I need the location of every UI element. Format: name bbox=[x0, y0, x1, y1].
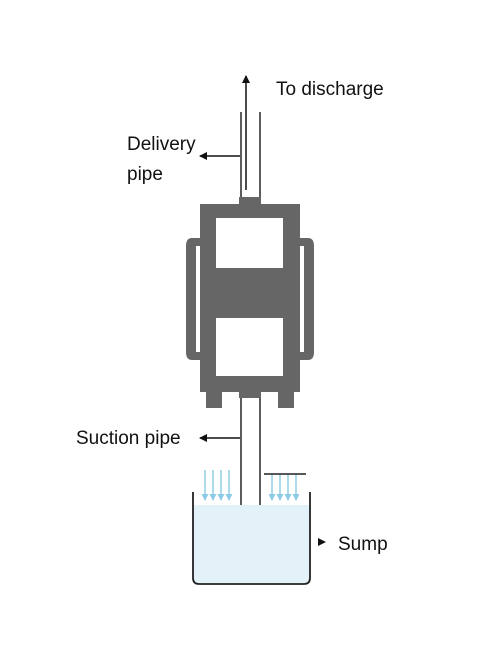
sump-pointer bbox=[318, 538, 326, 546]
label-to-discharge: To discharge bbox=[276, 79, 384, 100]
delivery-pipe bbox=[240, 112, 261, 200]
flow-arrows-left bbox=[201, 470, 233, 501]
pump-body bbox=[186, 197, 314, 408]
label-suction-pipe: Suction pipe bbox=[76, 428, 181, 449]
sump-water bbox=[193, 505, 310, 583]
label-delivery-line1: Delivery bbox=[127, 134, 196, 155]
label-sump: Sump bbox=[338, 534, 388, 555]
label-delivery-line2: pipe bbox=[127, 164, 163, 185]
flow-arrows-right bbox=[268, 474, 300, 501]
sump-tank bbox=[192, 492, 311, 585]
